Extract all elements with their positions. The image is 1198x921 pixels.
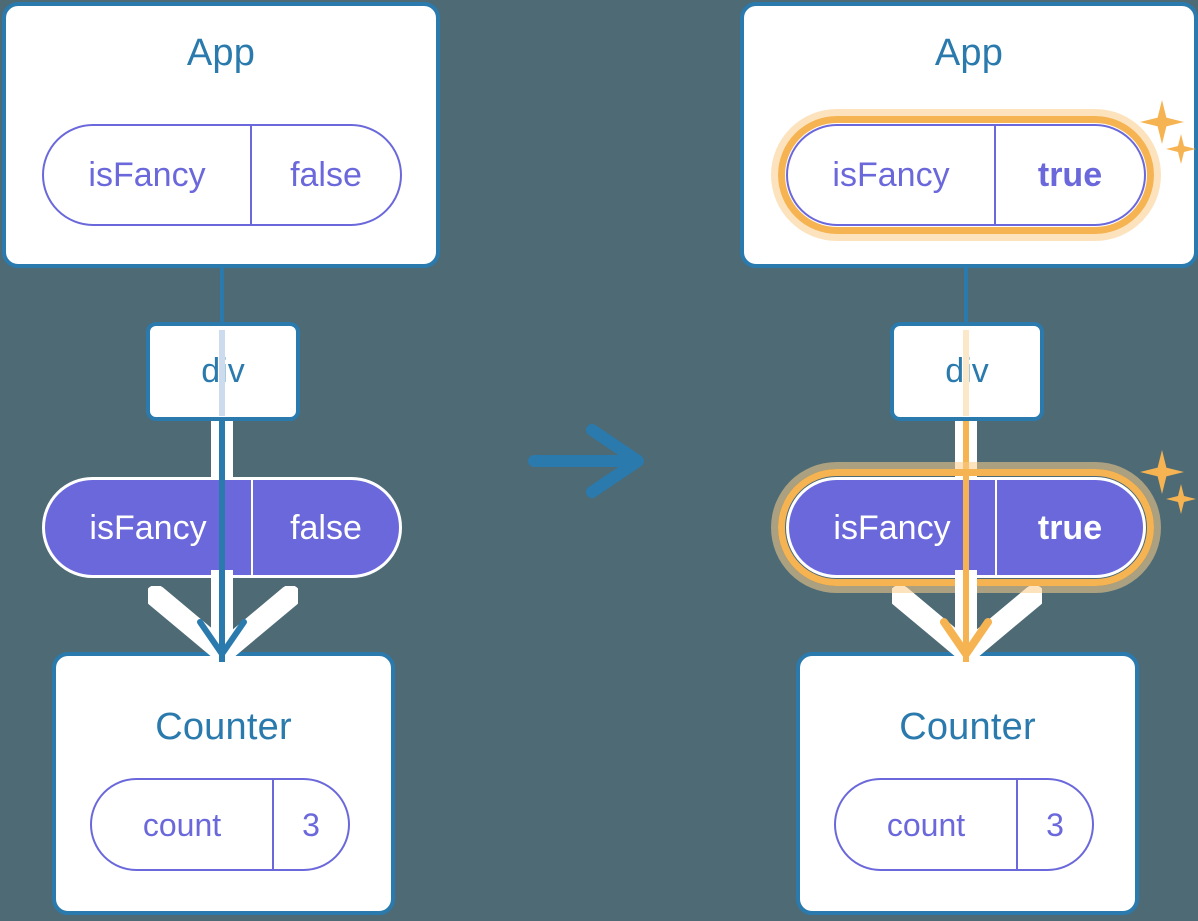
counter-state-pill: count 3 bbox=[90, 778, 350, 871]
props-value: true bbox=[995, 480, 1143, 575]
connector-trace-in-div bbox=[963, 330, 969, 416]
app-state-pill: isFancy false bbox=[42, 124, 402, 226]
connector-div-to-props-core bbox=[963, 418, 969, 484]
app-title: App bbox=[934, 32, 1004, 74]
connector-app-to-div bbox=[964, 268, 968, 328]
connector-props-to-counter-core bbox=[219, 476, 225, 662]
diagram-before: App isFancy false div isFancy false bbox=[0, 0, 458, 921]
app-title: App bbox=[186, 32, 256, 74]
connector-props-to-counter-core bbox=[963, 476, 969, 662]
sparkle-group-props bbox=[1136, 448, 1198, 520]
counter-state-value: 3 bbox=[272, 780, 348, 869]
props-name: isFancy bbox=[833, 508, 951, 547]
diagram-after: App isFancy true div isFancy true bbox=[740, 0, 1198, 921]
counter-title: Counter bbox=[155, 706, 292, 748]
counter-state-name: count bbox=[142, 806, 222, 843]
connector-app-to-div bbox=[220, 268, 224, 328]
app-state-name: isFancy bbox=[832, 156, 950, 194]
app-state-value: false bbox=[250, 126, 400, 224]
counter-state-value: 3 bbox=[1016, 780, 1092, 869]
data-flow-arrowhead-icon bbox=[940, 614, 992, 662]
sparkle-small-icon bbox=[1166, 484, 1196, 514]
counter-title: Counter bbox=[899, 706, 1036, 748]
data-flow-arrowhead-icon bbox=[196, 614, 248, 662]
app-state-name: isFancy bbox=[88, 156, 206, 194]
app-state-value: true bbox=[994, 126, 1144, 224]
counter-state-name: count bbox=[886, 806, 966, 843]
transition-arrow-right-icon bbox=[528, 424, 648, 498]
props-name: isFancy bbox=[89, 508, 207, 547]
connector-trace-in-div bbox=[219, 330, 225, 416]
counter-state-pill: count 3 bbox=[834, 778, 1094, 871]
app-state-pill: isFancy true bbox=[786, 124, 1146, 226]
connector-div-to-props-core bbox=[219, 418, 225, 484]
sparkle-large-icon bbox=[1140, 450, 1184, 494]
props-value: false bbox=[251, 480, 399, 575]
